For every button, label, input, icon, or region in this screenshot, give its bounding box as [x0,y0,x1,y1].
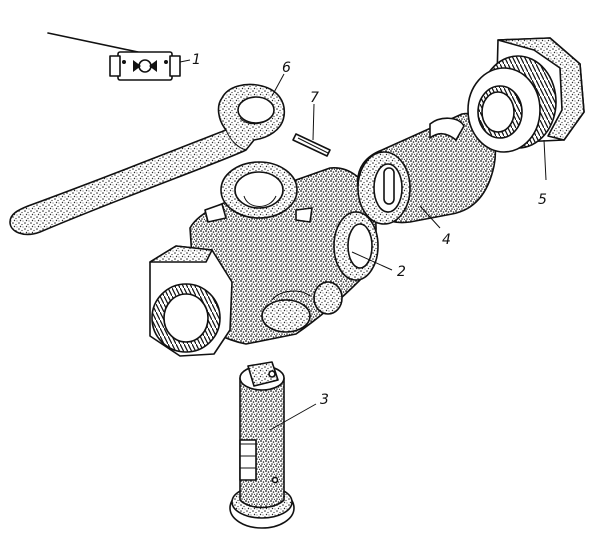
callout-7: 7 [310,90,319,106]
end-nut [467,37,585,153]
callout-2: 2 [397,264,406,280]
callout-1: 1 [192,52,201,68]
callout-5: 5 [538,192,547,208]
callout-4: 4 [442,232,451,248]
valve-stem [229,361,295,529]
assembled-valve-icon [47,32,181,81]
valve-body [149,161,379,357]
callout-3: 3 [320,392,329,408]
handle-lever [9,83,286,236]
callout-6: 6 [282,60,291,76]
plug-cylinder [357,112,497,225]
pin [292,133,331,157]
